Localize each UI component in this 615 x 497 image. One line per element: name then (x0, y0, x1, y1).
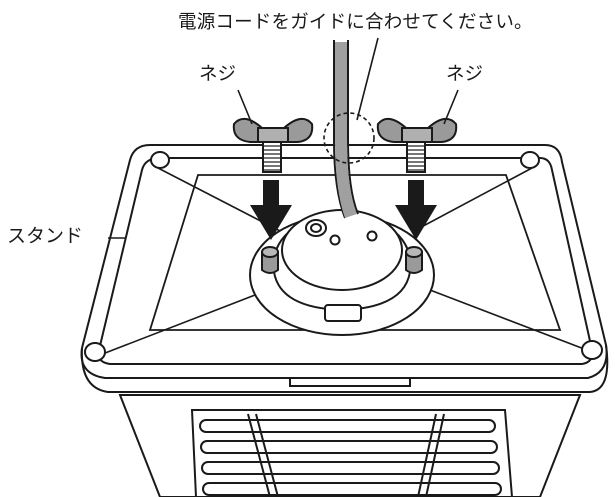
screw-left-leader (237, 89, 253, 125)
screw-label-right: ネジ (446, 64, 484, 85)
center-hub (249, 209, 435, 336)
cord-note-leader (356, 37, 379, 121)
down-arrow-icon (250, 180, 292, 240)
power-cord (333, 40, 359, 219)
down-arrow-icon (395, 180, 437, 240)
power-cord-note: 電源コードをガイドに合わせてください。 (178, 12, 533, 33)
wing-nut-icon (376, 117, 458, 173)
screw-right-leader (443, 89, 459, 125)
screw-posts (261, 246, 423, 274)
wing-nut-icon (232, 117, 314, 173)
corner-bosses (84, 151, 603, 362)
cord-guide-highlight (323, 112, 375, 164)
stand-label: スタンド (7, 225, 84, 247)
heater-grille (190, 409, 514, 497)
screw-label-left: ネジ (199, 64, 237, 85)
